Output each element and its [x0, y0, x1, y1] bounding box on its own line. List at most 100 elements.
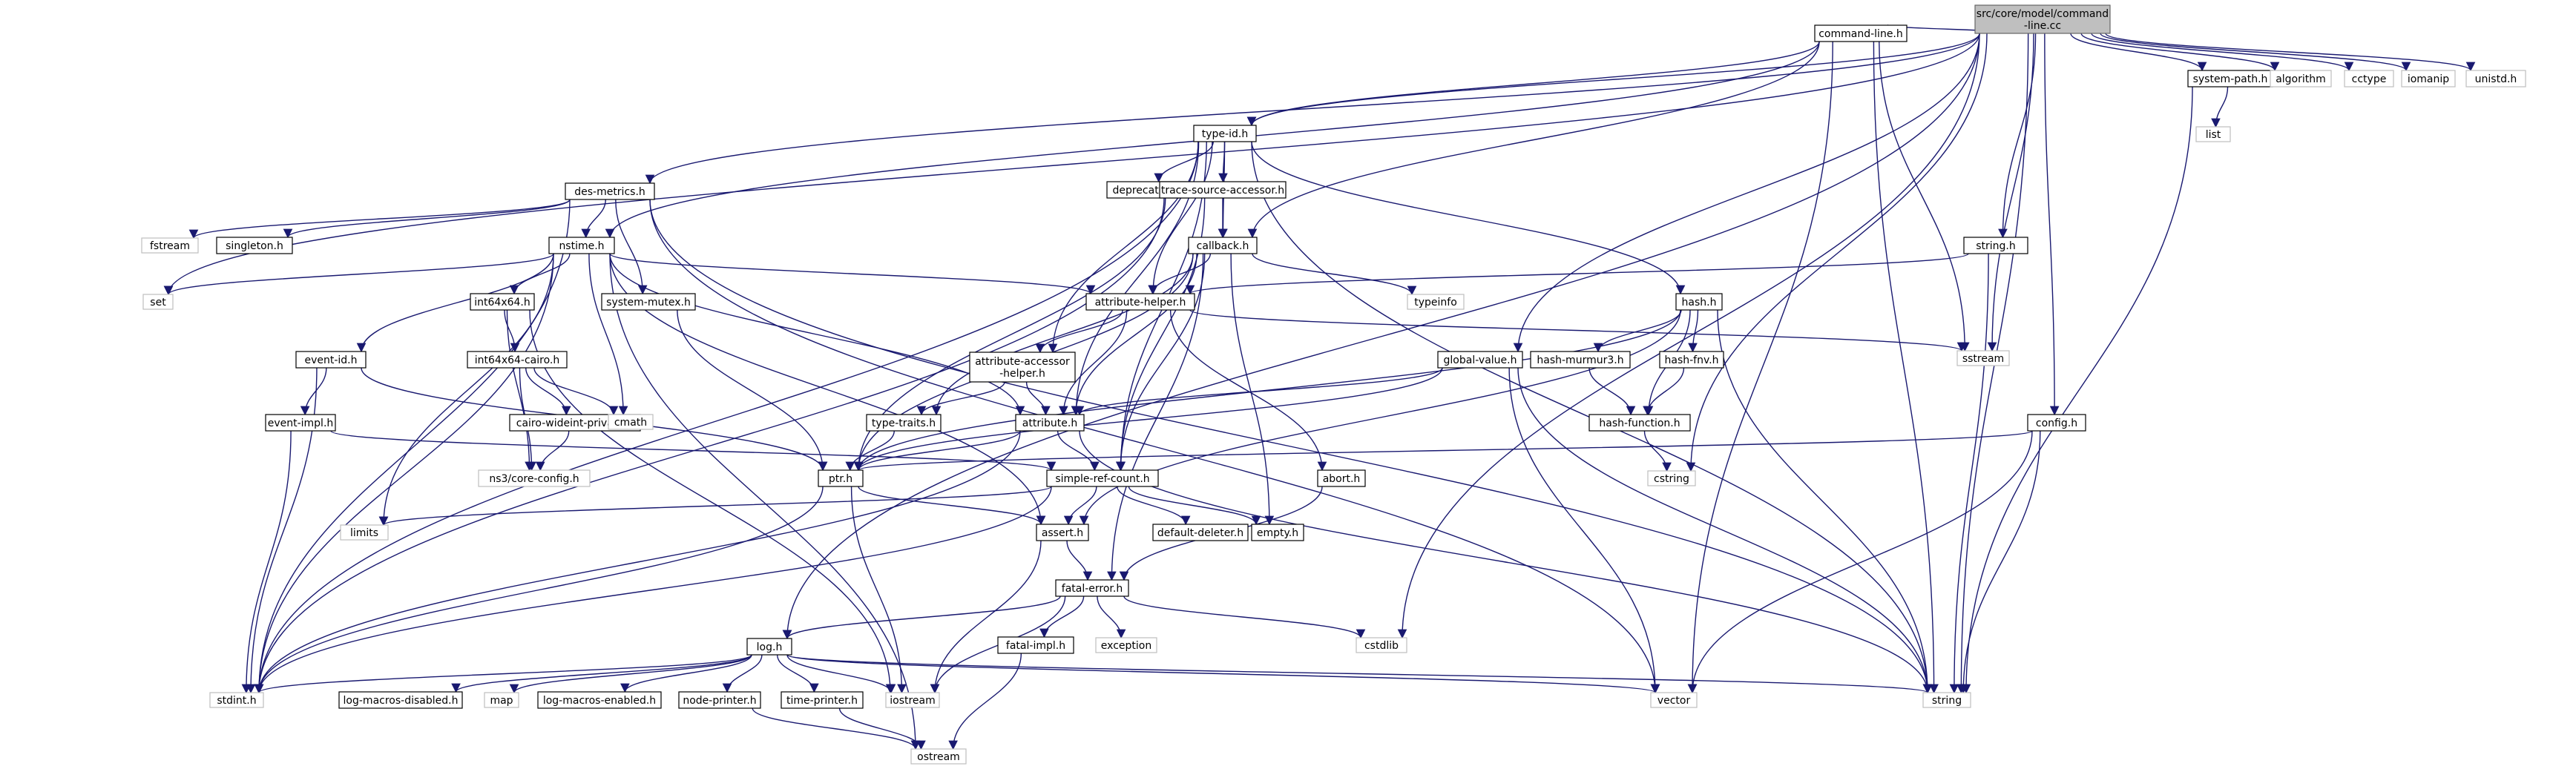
node-fatalimpl[interactable]: fatal-impl.h — [997, 636, 1074, 654]
node-singleton[interactable]: singleton.h — [216, 237, 293, 254]
node-nodeprinter[interactable]: node-printer.h — [678, 691, 761, 709]
node-timeprinter[interactable]: time-printer.h — [781, 691, 864, 709]
edge-hashfunc-to-cstring — [1643, 430, 1672, 472]
node-box — [1588, 414, 1691, 432]
edge-typeid-to-deprecated — [1154, 141, 1214, 183]
edge-globalvalue-to-attribute — [1074, 367, 1443, 416]
node-typeid[interactable]: type-id.h — [1193, 125, 1257, 142]
node-eventid[interactable]: event-id.h — [295, 351, 367, 369]
edge-syspath-to-string — [1961, 86, 2193, 694]
edge-config-to-vector — [1687, 430, 2033, 694]
edge-cmdline-to-callback — [1247, 41, 1820, 239]
node-assert[interactable]: assert.h — [1036, 524, 1089, 541]
node-hashfnv[interactable]: hash-fnv.h — [1659, 351, 1724, 369]
node-box — [1188, 237, 1258, 254]
node-label: cstring — [1654, 473, 1689, 485]
node-hashmurmur[interactable]: hash-murmur3.h — [1530, 351, 1631, 369]
node-desmetrics[interactable]: des-metrics.h — [565, 182, 655, 200]
node-label: global-value.h — [1444, 354, 1517, 366]
edge-callback-to-simpleref — [1116, 253, 1206, 472]
node-box — [1647, 470, 1696, 486]
node-attrhelper[interactable]: attribute-helper.h — [1085, 293, 1195, 311]
node-ptr[interactable]: ptr.h — [818, 469, 864, 487]
node-sysmutex[interactable]: system-mutex.h — [601, 293, 696, 311]
edge-ptr-to-iostream — [850, 486, 907, 694]
edge-root-to-log — [782, 33, 1980, 640]
node-eventimpl[interactable]: event-impl.h — [265, 414, 336, 432]
node-label: list — [2206, 129, 2221, 141]
node-cctype: cctype — [2344, 70, 2394, 88]
node-box — [1407, 294, 1465, 310]
edge-eventimpl-to-simpleref — [330, 430, 1056, 472]
node-box — [1659, 351, 1724, 369]
node-label: abort.h — [1323, 473, 1361, 485]
node-config[interactable]: config.h — [2027, 414, 2086, 432]
node-box — [601, 293, 696, 311]
node-abort[interactable]: abort.h — [1317, 469, 1366, 487]
edge-fatalerror-to-fatalimpl — [1039, 595, 1085, 638]
edge-ptr-to-stdint — [254, 486, 824, 694]
node-label: cairo-wideint-private.h — [516, 417, 634, 429]
node-label: int64x64-cairo.h — [475, 354, 559, 366]
node-box — [295, 351, 367, 369]
node-box — [746, 638, 792, 656]
node-label: default-deleter.h — [1157, 527, 1243, 539]
edge-root-to-typeid — [1246, 33, 1980, 127]
node-label: exception — [1101, 640, 1151, 652]
edge-attraccessor-to-attribute — [1025, 381, 1051, 416]
edge-desmetrics-to-stdint — [254, 199, 571, 694]
node-label: ptr.h — [829, 473, 852, 485]
node-box — [470, 293, 535, 311]
node-cmdline[interactable]: command-line.h — [1814, 24, 1908, 42]
node-attribute[interactable]: attribute.h — [1015, 414, 1085, 432]
edge-nstime-to-int64x64 — [509, 253, 571, 295]
node-attraccessor[interactable]: attribute-accessor-helper.h — [969, 352, 1076, 383]
node-label: hash.h — [1682, 297, 1717, 308]
node-globalvalue[interactable]: global-value.h — [1437, 351, 1523, 369]
node-fatalerror[interactable]: fatal-error.h — [1055, 579, 1129, 597]
node-box — [866, 414, 942, 432]
node-hash[interactable]: hash.h — [1675, 293, 1723, 311]
node-label: fatal-error.h — [1062, 583, 1123, 595]
node-syspath[interactable]: system-path.h — [2187, 70, 2273, 88]
node-logenabled[interactable]: log-macros-enabled.h — [537, 691, 662, 709]
node-coreconfig: ns3/core-config.h — [478, 469, 591, 487]
node-box — [1317, 469, 1366, 487]
node-box — [565, 182, 655, 200]
edge-root-to-unistd — [2105, 33, 2476, 72]
node-label: src/core/model/command — [1977, 8, 2109, 20]
edge-assert-to-iostream — [930, 540, 1042, 694]
node-string_h[interactable]: string.h — [1963, 237, 2028, 254]
node-label: int64x64.h — [474, 297, 530, 308]
node-fstream: fstream — [141, 237, 199, 254]
edge-log-to-timeprinter — [776, 654, 819, 693]
node-hashfunc[interactable]: hash-function.h — [1588, 414, 1691, 432]
node-box — [1437, 351, 1523, 369]
node-stdint: stdint.h — [209, 692, 264, 708]
edge-simpleref-to-defdeleter — [1117, 486, 1191, 526]
node-int64x64[interactable]: int64x64.h — [470, 293, 535, 311]
node-label: type-traits.h — [872, 417, 936, 429]
edge-int64x64-to-coreconfig — [506, 309, 534, 472]
node-callback[interactable]: callback.h — [1188, 237, 1258, 254]
node-int64cairo[interactable]: int64x64-cairo.h — [467, 351, 568, 369]
node-box — [1095, 637, 1157, 653]
edge-root-to-string_h — [1998, 33, 2037, 239]
node-box — [1152, 524, 1249, 541]
node-simpleref[interactable]: simple-ref-count.h — [1046, 469, 1159, 487]
node-label: attribute-accessor — [975, 356, 1070, 368]
node-defdeleter[interactable]: default-deleter.h — [1152, 524, 1249, 541]
node-logdisabled[interactable]: log-macros-disabled.h — [338, 691, 463, 709]
edge-typeid-to-hash — [1251, 141, 1686, 295]
node-tsaccessor[interactable]: trace-source-accessor.h — [1159, 181, 1287, 199]
node-label: sstream — [1962, 353, 2004, 365]
node-nstime[interactable]: nstime.h — [548, 237, 615, 254]
edge-simpleref-to-limits — [379, 486, 1052, 527]
node-label: ostream — [917, 751, 960, 763]
node-label: hash-fnv.h — [1665, 354, 1719, 366]
node-empty[interactable]: empty.h — [1251, 524, 1304, 541]
node-sstream: sstream — [1956, 350, 2010, 366]
node-label: vector — [1657, 695, 1691, 707]
node-typetraits[interactable]: type-traits.h — [866, 414, 942, 432]
node-log[interactable]: log.h — [746, 638, 792, 656]
